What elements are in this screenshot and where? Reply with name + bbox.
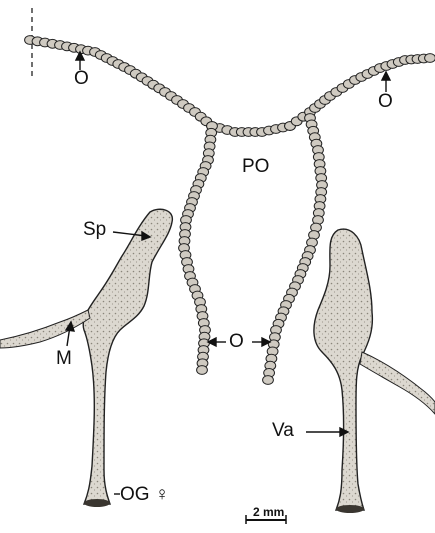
label-spermatheca: Sp — [83, 220, 106, 239]
label-vagina: Va — [272, 421, 294, 440]
right-muscle-strand — [360, 352, 435, 414]
oviduct-bead — [425, 54, 435, 63]
label-oviduct-left: O — [74, 69, 89, 88]
label-oviduct-right: O — [378, 92, 393, 111]
left-genital-opening — [84, 499, 110, 507]
oviduct-bead — [197, 366, 208, 375]
label-genital-opening: OG ♀ — [120, 485, 169, 504]
scale-bar-label: 2 mm — [253, 505, 284, 519]
oviduct-bead — [263, 376, 274, 385]
left-spermatheca-body — [83, 209, 172, 504]
label-muscle: M — [56, 349, 72, 368]
right-genital-opening — [336, 505, 364, 513]
label-posterior-oviduct: PO — [242, 157, 269, 176]
left-muscle-strand — [0, 310, 90, 348]
label-oviduct-bottom: O — [229, 332, 244, 351]
right-vagina-body — [314, 229, 372, 510]
